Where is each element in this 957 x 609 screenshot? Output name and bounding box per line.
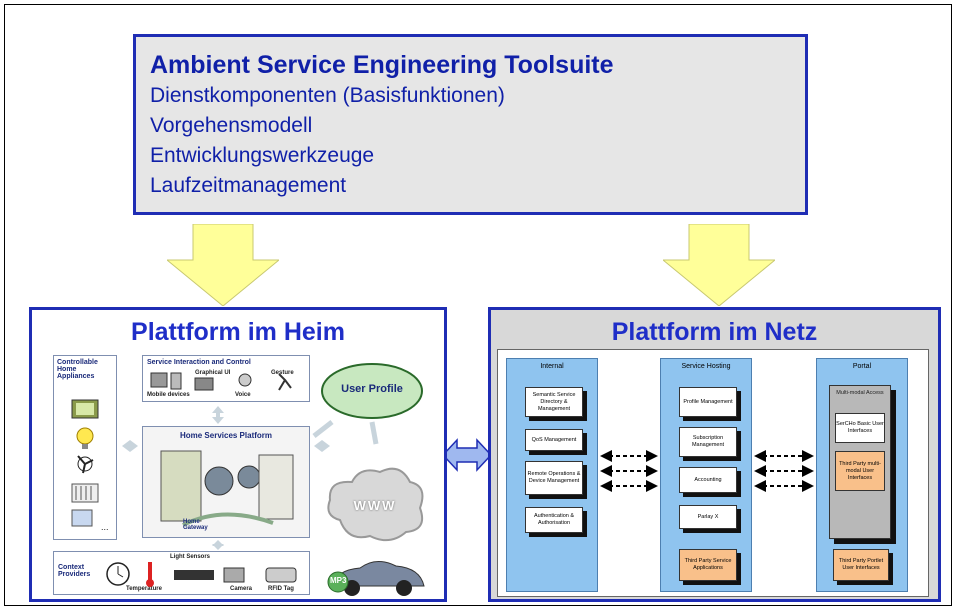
column-portal: Portal Multi-modal Access SerCHo Basic U… — [816, 358, 908, 592]
portal-multimodal-label: Multi-modal Access — [836, 390, 884, 396]
car-illustration — [327, 561, 425, 596]
hosting-third-party: Third Party Service Applications — [679, 549, 737, 581]
home-services-platform: Home Services Platform Home Gateway — [142, 426, 310, 538]
voice-label: Voice — [235, 392, 251, 398]
toolsuite-line-2: Vorgehensmodell — [150, 114, 313, 137]
platform-network-title: Plattform im Netz — [611, 318, 818, 346]
home-gateway-label: Home Gateway — [183, 519, 208, 531]
internal-item-2: QoS Management — [525, 429, 583, 451]
column-hosting: Service Hosting Profile Management Subsc… — [660, 358, 752, 592]
user-profile-ellipse — [321, 363, 423, 419]
column-internal-title: Internal — [540, 363, 564, 370]
home-connectors — [122, 406, 379, 550]
appliances-panel: Controllable Home Appliances ... — [53, 355, 117, 540]
context-providers-panel: Context Providers Light Sensors Temperat… — [53, 551, 310, 595]
context-providers-title: Context Providers — [58, 564, 91, 578]
www-label: WWW — [353, 498, 397, 513]
context-icons — [106, 562, 297, 587]
appliances-ellipsis: ... — [101, 522, 109, 532]
light-sensors-label: Light Sensors — [170, 554, 211, 560]
dashed-connectors — [600, 450, 814, 492]
platform-home: Plattform im Heim Controllable Home Appl… — [29, 307, 447, 602]
appliances-title: Controllable Home Appliances — [57, 359, 98, 380]
gateway-illustration — [160, 450, 294, 527]
internal-item-1: Semantic Service Directory & Management — [525, 387, 583, 417]
portal-third-party-mm: Third Party multi-modal User Interfaces — [835, 451, 885, 491]
portal-basic-ui: SerCHo Basic User Interfaces — [835, 413, 885, 443]
toolsuite-line-1: Dienstkomponenten (Basisfunktionen) — [150, 84, 505, 107]
arrow-down-left — [167, 224, 279, 306]
appliance-icons — [71, 399, 99, 527]
hosting-item-4: Parlay X — [679, 505, 737, 529]
mobile-devices-label: Mobile devices — [147, 392, 190, 398]
hosting-item-2: Subscription Management — [679, 427, 737, 457]
diagram-frame — [4, 4, 952, 606]
column-internal: Internal Semantic Service Directory & Ma… — [506, 358, 598, 592]
network-architecture: Internal Semantic Service Directory & Ma… — [497, 349, 929, 597]
toolsuite-line-3: Entwicklungswerkzeuge — [150, 144, 375, 167]
camera-label: Camera — [230, 586, 253, 592]
toolsuite-line-4: Laufzeitmanagement — [150, 174, 347, 197]
temperature-label: Temperature — [126, 586, 162, 592]
www-cloud — [327, 467, 424, 542]
gesture-label: Gesture — [271, 370, 294, 376]
toolsuite-box: Ambient Service Engineering Toolsuite Di… — [133, 34, 808, 215]
internal-item-4: Authentication & Authorisation — [525, 507, 583, 533]
hosting-item-3: Accounting — [679, 467, 737, 493]
rfid-tag-label: RFID Tag — [268, 586, 294, 592]
mp3-label: MP3 — [330, 576, 347, 585]
double-arrow-connector — [443, 438, 491, 472]
service-interaction-panel: Service Interaction and Control Graphica… — [142, 355, 310, 402]
toolsuite-title: Ambient Service Engineering Toolsuite — [150, 51, 614, 79]
hosting-item-1: Profile Management — [679, 387, 737, 417]
column-hosting-title: Service Hosting — [681, 363, 731, 370]
internal-item-3: Remote Operations & Device Management — [525, 461, 583, 495]
home-services-platform-title: Home Services Platform — [179, 431, 273, 440]
column-portal-title: Portal — [852, 363, 872, 370]
portal-third-party-portlet: Third Party Portlet User Interfaces — [833, 549, 889, 581]
arrow-down-right — [663, 224, 775, 306]
service-interaction-title: Service Interaction and Control — [147, 359, 251, 366]
platform-home-title: Plattform im Heim — [131, 318, 345, 346]
interaction-icons — [150, 372, 292, 391]
graphical-ui-label: Graphical UI — [195, 370, 231, 376]
user-profile-label: User Profile — [341, 383, 403, 395]
